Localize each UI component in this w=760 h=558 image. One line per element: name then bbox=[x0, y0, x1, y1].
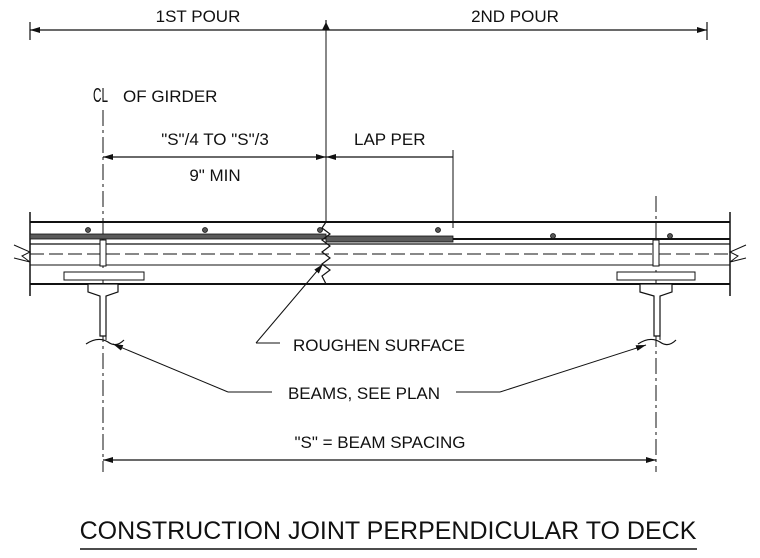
roughen-leader-arrow bbox=[255, 263, 324, 344]
lap-label: LAP PER bbox=[354, 130, 426, 149]
beams-leader-right-arrow bbox=[499, 344, 647, 393]
pour-dimension-line bbox=[29, 20, 708, 40]
first-pour-label: 1ST POUR bbox=[156, 7, 241, 26]
left-beam bbox=[85, 283, 125, 346]
centerline-symbol: CL bbox=[93, 85, 108, 107]
right-beam-flange-plate bbox=[616, 271, 696, 281]
second-pour-label: 2ND POUR bbox=[471, 7, 559, 26]
min-distance-label: 9" MIN bbox=[189, 166, 240, 185]
spacing-fraction-label: "S"/4 TO "S"/3 bbox=[161, 130, 269, 149]
centerline-symbol-text: CL bbox=[93, 85, 108, 107]
left-beam-flange-plate bbox=[63, 271, 145, 281]
beams-leader-left-arrow bbox=[112, 343, 229, 393]
deck-slab bbox=[13, 212, 747, 296]
girder-centerline-label: OF GIRDER bbox=[123, 87, 217, 106]
roughen-surface-label: ROUGHEN SURFACE bbox=[293, 336, 465, 355]
drawing-title: CONSTRUCTION JOINT PERPENDICULAR TO DECK bbox=[80, 517, 697, 545]
roughened-joint bbox=[321, 221, 331, 285]
beam-spacing-label: "S" = BEAM SPACING bbox=[295, 433, 466, 452]
beams-label: BEAMS, SEE PLAN bbox=[288, 384, 440, 403]
right-beam bbox=[637, 283, 677, 346]
